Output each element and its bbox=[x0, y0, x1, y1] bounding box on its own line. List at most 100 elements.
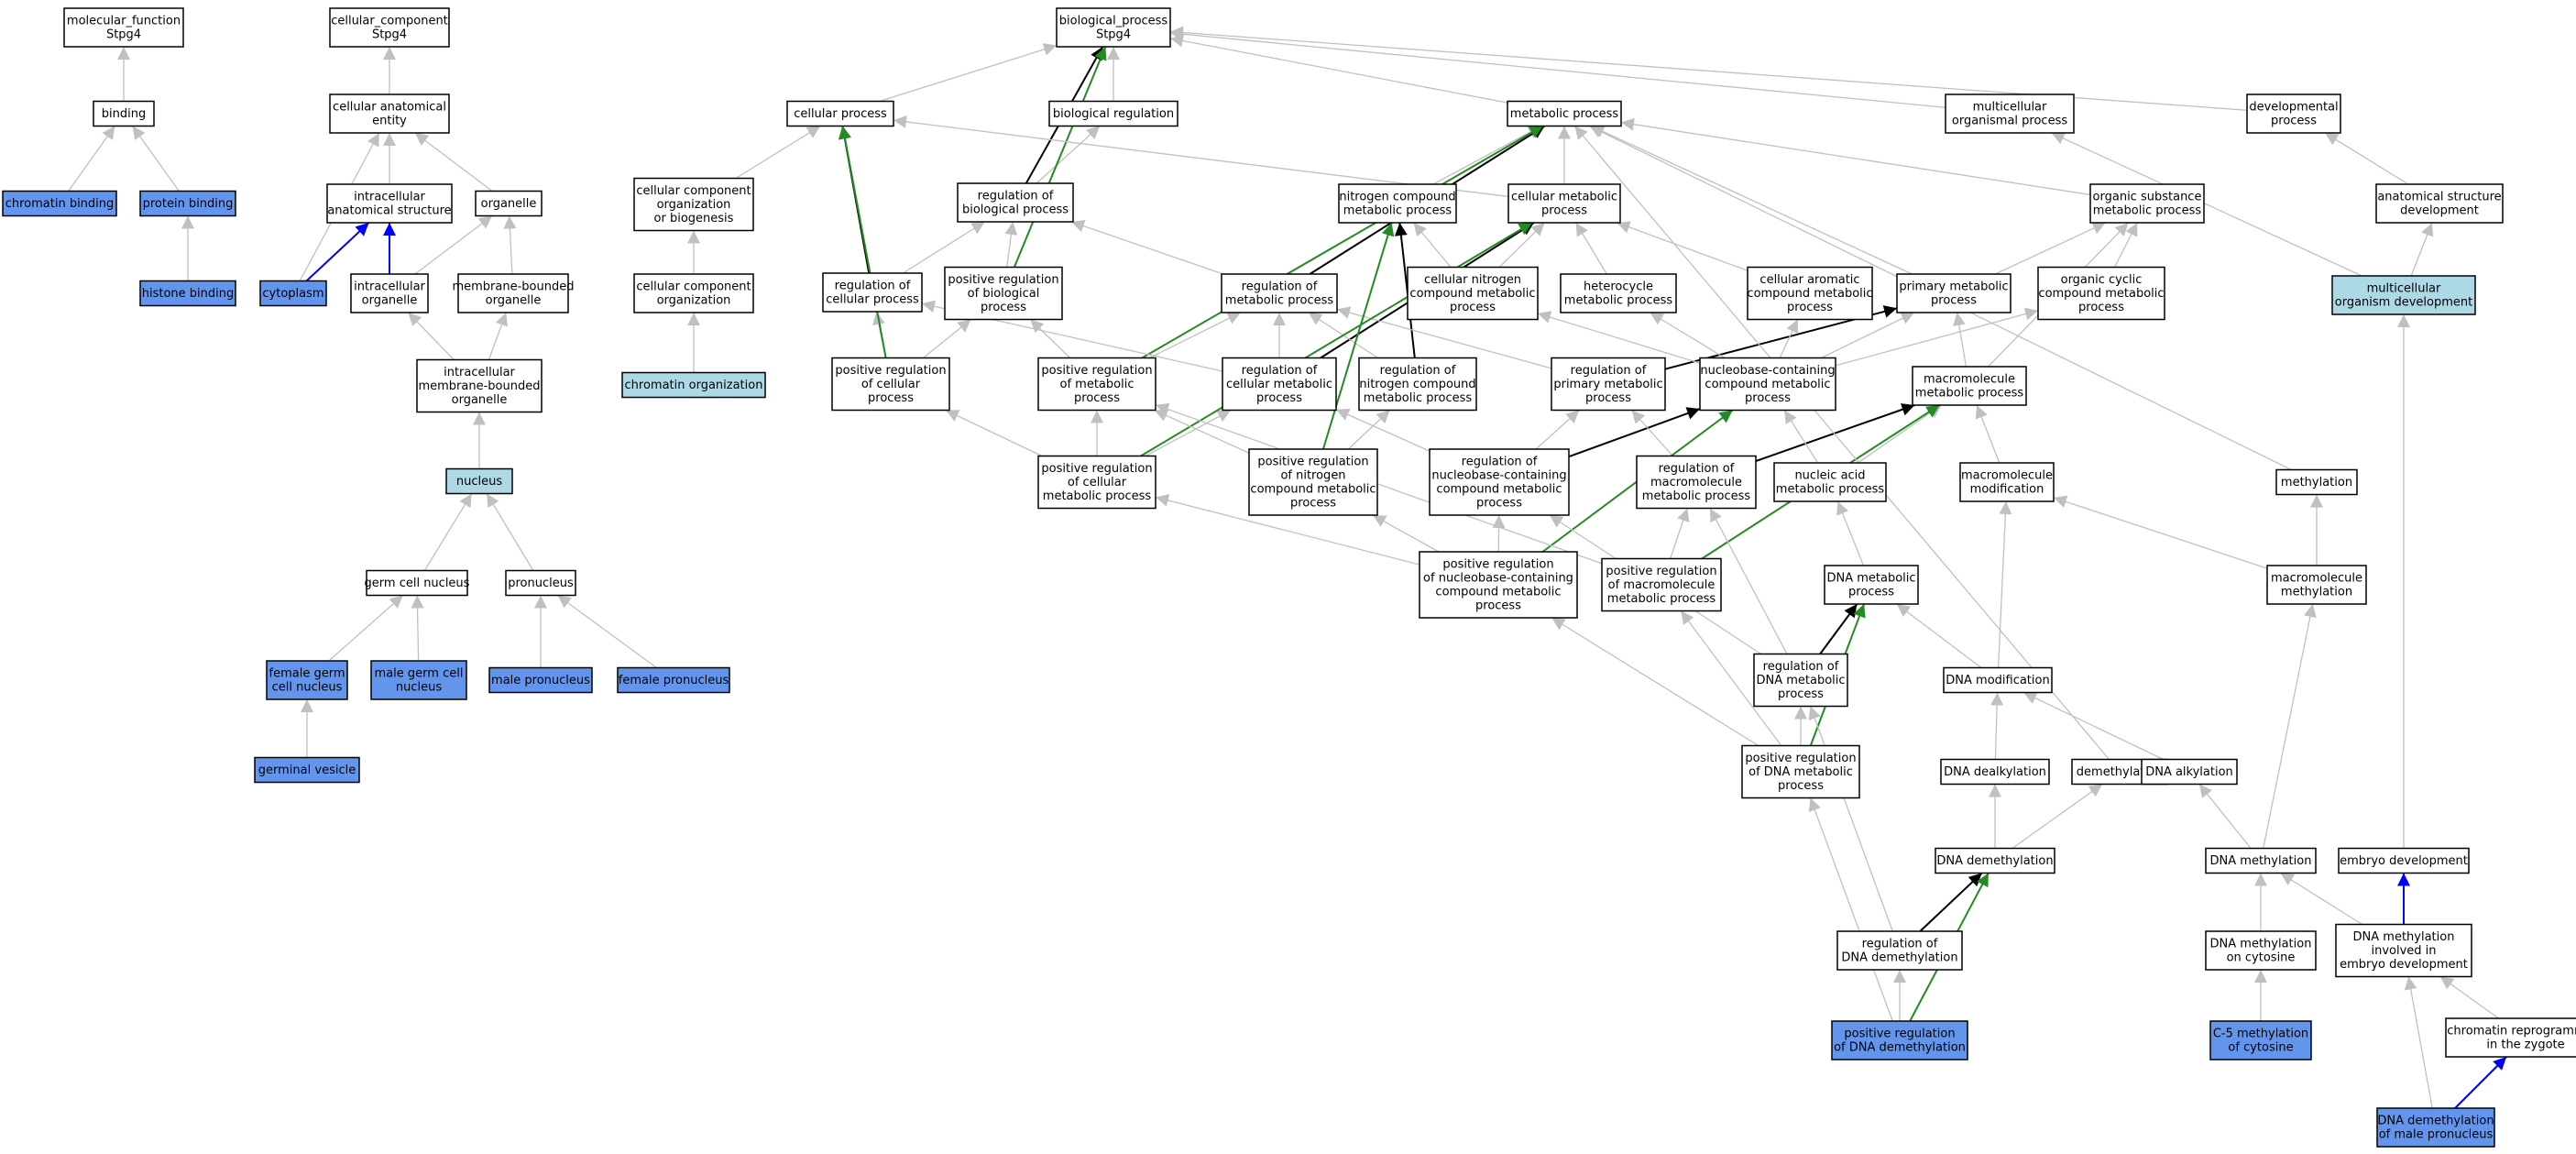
term-node-dnameth[interactable]: DNA methylation bbox=[2205, 847, 2317, 874]
term-box bbox=[350, 273, 429, 313]
term-label-line: pronucleus bbox=[508, 577, 574, 590]
term-node-br[interactable]: biological regulation bbox=[1048, 100, 1178, 127]
term-node-chrrep[interactable]: chromatin reprogrammingin the zygote bbox=[2445, 1017, 2576, 1058]
edge-pronucleus-is_a-nucleus bbox=[486, 493, 534, 571]
term-label-line: cellular process bbox=[794, 107, 887, 121]
term-label-line: Stpg4 bbox=[372, 28, 407, 42]
term-node-fpn[interactable]: female pronucleus bbox=[617, 666, 730, 694]
term-label-line: organismal process bbox=[1952, 115, 2067, 128]
term-node-pronucleus[interactable]: pronucleus bbox=[505, 569, 576, 597]
term-node-gcn[interactable]: germ cell nucleus bbox=[365, 569, 470, 597]
term-label-line: positive regulation bbox=[948, 273, 1058, 287]
term-node-cytoplasm[interactable]: cytoplasm bbox=[259, 280, 327, 307]
edge-mmp-is_a-pmp bbox=[1952, 312, 1968, 368]
term-node-protein_binding[interactable]: protein binding bbox=[139, 190, 236, 217]
term-label-line: cytoplasm bbox=[262, 287, 323, 301]
term-label-line: primary metabolic bbox=[1899, 280, 2008, 294]
term-label-line: C-5 methylation bbox=[2213, 1028, 2308, 1041]
term-label-line: metabolic process bbox=[1915, 387, 2024, 401]
term-node-mpn[interactable]: male pronucleus bbox=[488, 666, 593, 694]
term-label-line: compound metabolic bbox=[2038, 287, 2164, 301]
term-node-organelle[interactable]: organelle bbox=[475, 190, 543, 217]
term-node-dnadealk[interactable]: DNA dealkylation bbox=[1940, 758, 2050, 786]
edge-rmmp-regulates-mmp bbox=[1755, 403, 1915, 463]
term-node-chromatin_binding[interactable]: chromatin binding bbox=[2, 190, 117, 217]
term-node-nucleus[interactable]: nucleus bbox=[445, 467, 513, 495]
term-node-dnaalk[interactable]: DNA alkylation bbox=[2141, 758, 2238, 786]
term-node-rnbccmp[interactable]: regulation ofnucleobase-containingcompou… bbox=[1429, 448, 1570, 516]
term-node-meth[interactable]: methylation bbox=[2275, 468, 2358, 496]
term-node-dnamod[interactable]: DNA modification bbox=[1943, 666, 2053, 694]
edge-rmmp-is_a-rpmp bbox=[1631, 410, 1673, 456]
term-node-gv[interactable]: germinal vesicle bbox=[254, 756, 360, 784]
edge-dnameth-is_a-dnaalk bbox=[2198, 784, 2252, 849]
term-label-line: organelle bbox=[452, 393, 508, 407]
edge-prmp-positively_regulates-mp bbox=[1141, 125, 1544, 359]
term-label-line: macromolecule bbox=[1924, 373, 2015, 387]
term-node-cp[interactable]: cellular process bbox=[786, 100, 894, 127]
edge-dnademethmp-part_of-chrrep bbox=[2454, 1056, 2507, 1109]
term-node-chrorg[interactable]: chromatin organization bbox=[621, 371, 766, 399]
term-node-binding[interactable]: binding bbox=[93, 100, 155, 127]
edge-namp-is_a-mmp bbox=[1858, 404, 1942, 464]
term-node-histone_binding[interactable]: histone binding bbox=[139, 280, 236, 307]
term-node-dnademeth[interactable]: DNA demethylation bbox=[1935, 847, 2055, 874]
term-node-mp[interactable]: metabolic process bbox=[1507, 100, 1622, 127]
term-label-line: DNA demethylation bbox=[1936, 854, 2053, 868]
edge-prbp-is_a-rbp bbox=[1004, 221, 1018, 268]
term-node-embdev[interactable]: embryo development bbox=[2338, 847, 2470, 874]
